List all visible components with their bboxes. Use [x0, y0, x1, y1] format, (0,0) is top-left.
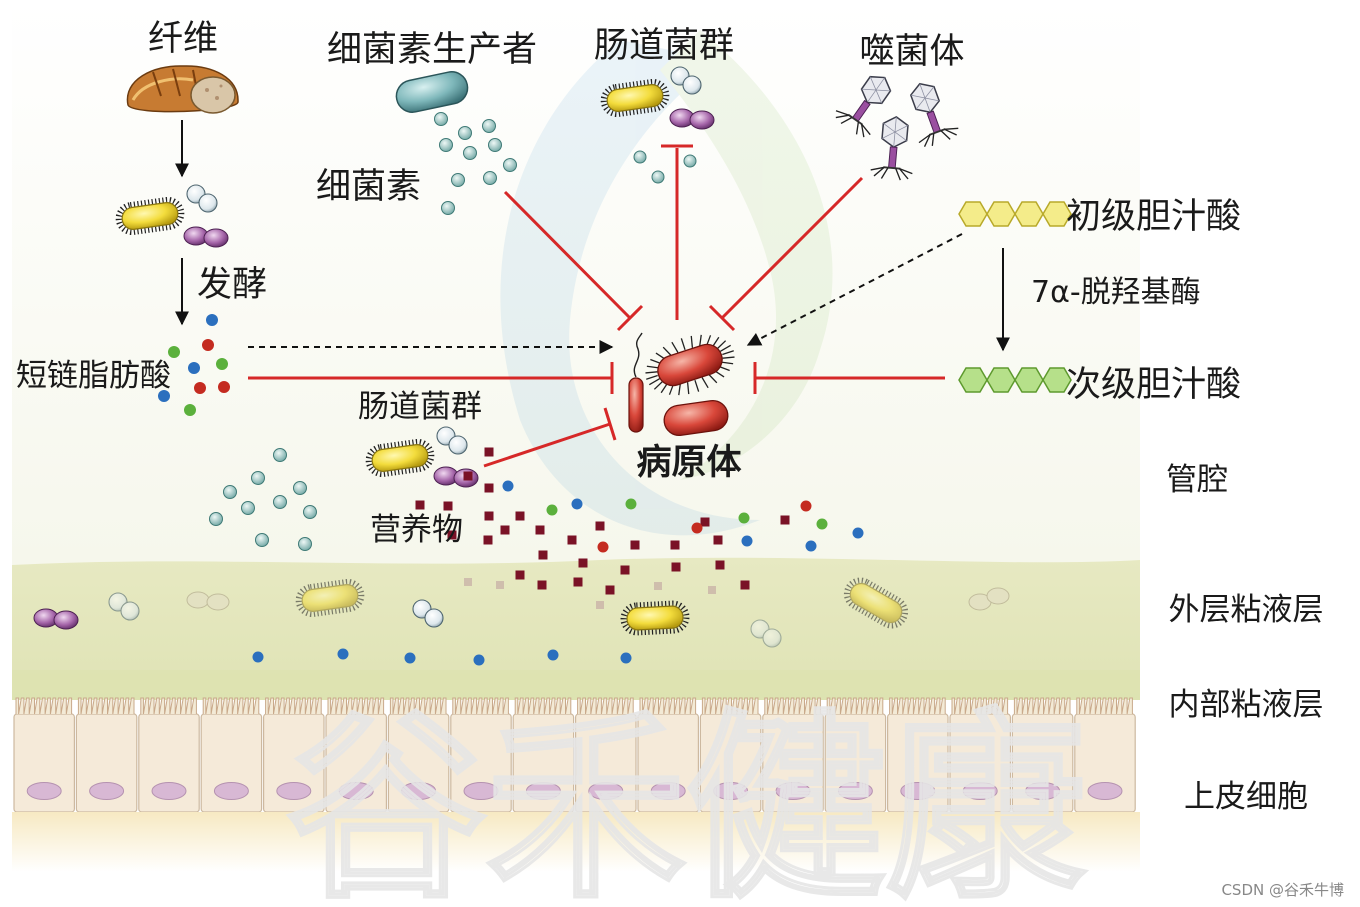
credit-text: CSDN @谷禾牛博 [1221, 881, 1344, 899]
label-lumen: 管腔 [1166, 462, 1228, 498]
basement-glow [12, 812, 1140, 872]
dashed-arrow-bile-to-pathogen [746, 233, 963, 346]
label-outer-mucus: 外层粘液层 [1169, 592, 1324, 628]
inhibit-bacteriocin-bar [616, 304, 644, 332]
bread-icon [126, 65, 239, 114]
pathogen-bacterium-icon [628, 332, 735, 437]
label-epithelium: 上皮细胞 [1184, 779, 1308, 815]
epithelial-cells [13, 697, 1136, 813]
label-bacteriocin: 细菌素 [316, 167, 421, 207]
lumen-colored-dots [502, 480, 864, 553]
watermark-logo [500, 30, 833, 536]
label-enzyme: 7α-脱羟基酶 [1031, 275, 1201, 310]
watermark-text: 谷禾健康 [286, 693, 1086, 907]
label-secondary-bile-acid: 次级胆汁酸 [1066, 365, 1241, 405]
inhibit-bacteriocin [503, 190, 632, 320]
inhibition-lines [248, 144, 945, 468]
arrows [175, 120, 1010, 354]
label-nutrients: 营养物 [370, 512, 463, 548]
inner-mucus-band [12, 670, 1140, 700]
mucus-blue-dots [252, 648, 632, 666]
lumen-dots [209, 448, 317, 551]
label-microbiota-top: 肠道菌群 [594, 26, 734, 66]
label-fiber: 纤维 [148, 19, 218, 59]
label-bacteriocin-producer: 细菌素生产者 [327, 30, 537, 70]
label-microbiota-mid: 肠道菌群 [358, 389, 482, 425]
scfa-dots [158, 314, 230, 416]
microbiota-top-dots [633, 150, 697, 184]
label-primary-bile-acid: 初级胆汁酸 [1066, 197, 1241, 237]
label-phage: 噬菌体 [859, 32, 964, 72]
label-fermentation: 发酵 [197, 265, 267, 305]
inhibit-phage-bar [708, 304, 736, 332]
nutrient-particles [415, 447, 790, 609]
inhibit-microbiota-mid-bar [603, 407, 617, 441]
bacteriocin-dots [434, 112, 517, 215]
inhibit-microbiota-mid [483, 422, 611, 468]
mucus-bacteria [33, 576, 1010, 648]
label-scfa: 短链脂肪酸 [16, 358, 171, 394]
inhibit-phage [720, 176, 864, 320]
label-pathogen: 病原体 [636, 443, 741, 483]
label-inner-mucus: 内部粘液层 [1169, 687, 1324, 723]
bacterium-teal-icon [395, 71, 469, 113]
